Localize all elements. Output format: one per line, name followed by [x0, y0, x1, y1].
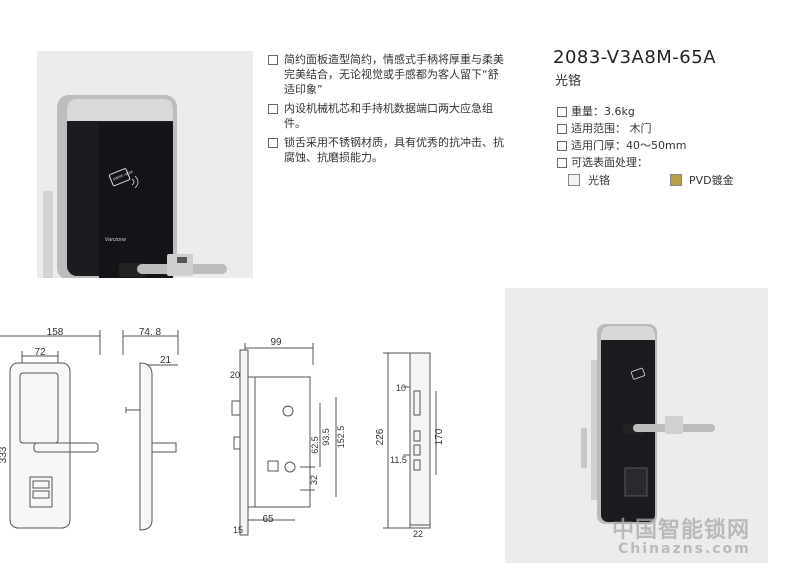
product-photo-top: SWIPE HERE Vanzone: [37, 51, 253, 278]
dim-front-inner: 72: [34, 347, 46, 358]
product-photo-bottom: [505, 288, 768, 563]
card-icon: [630, 367, 646, 380]
dim-front-height: 333: [0, 446, 9, 463]
dim-plate-226: 226: [375, 428, 386, 445]
watermark-url: Chinazns.com: [618, 541, 751, 557]
card-icon: SWIPE HERE: [108, 168, 134, 187]
dim-body-h3: 152.5: [336, 426, 346, 449]
dim-front-width: 158: [47, 327, 64, 338]
dim-body-h4: 32: [309, 475, 319, 485]
checkbox-icon: [557, 158, 567, 168]
lock-body-drawing: [231, 343, 337, 536]
face-plate-drawing: [383, 352, 437, 529]
dim-body-top: 20: [230, 370, 240, 380]
spec-item: 适用范围： 木门: [557, 120, 686, 137]
spec-item: 适用门厚：40～50mm: [557, 137, 686, 154]
finish-label-gold: PVD镀金: [689, 174, 734, 187]
checkbox-icon: [557, 107, 567, 117]
lock-photo-illustration: SWIPE HERE Vanzone: [37, 51, 253, 278]
finish-swatch-gold: [670, 174, 682, 186]
dim-body-bottom-height: 15: [233, 525, 243, 535]
side-view-drawing: [122, 330, 179, 531]
spec-list: 重量：3.6kg 适用范围： 木门 适用门厚：40～50mm 可选表面处理：: [557, 103, 686, 171]
dim-body-bottom-width: 65: [262, 514, 274, 525]
checkbox-icon: [557, 141, 567, 151]
feature-list: 简约面板造型简约，情感式手柄将厚重与柔美完美结合，无论视觉或手感都为客人留下“舒…: [268, 52, 508, 169]
dim-body-h2: 93.5: [321, 428, 331, 446]
dim-body-width: 99: [270, 337, 282, 348]
finish-swatch-chrome: [568, 174, 580, 186]
product-model: 2083-V3A8M-65A: [553, 47, 717, 68]
feature-item: 简约面板造型简约，情感式手柄将厚重与柔美完美结合，无论视觉或手感都为客人留下“舒…: [268, 52, 508, 97]
checkbox-icon: [268, 55, 278, 65]
spec-item: 可选表面处理：: [557, 154, 686, 171]
dim-body-h1: 62.5: [310, 436, 320, 454]
dim-plate-170: 170: [434, 428, 445, 445]
dim-plate-11-5: 11.5: [390, 455, 407, 465]
technical-drawings: 158 72 333 74. 8 21 99 20 62.5 93.5 152.…: [0, 327, 445, 539]
checkbox-icon: [557, 124, 567, 134]
dim-plate-10: 10: [396, 383, 406, 393]
dim-side-handle: 21: [160, 355, 172, 366]
feature-item: 锁舌采用不锈钢材质，具有优秀的抗冲击、抗腐蚀、抗磨损能力。: [268, 135, 508, 165]
dim-plate-22: 22: [413, 529, 423, 539]
dim-side-depth: 74. 8: [139, 327, 162, 338]
spec-item: 重量：3.6kg: [557, 103, 686, 120]
checkbox-icon: [268, 104, 278, 114]
svg-text:SWIPE HERE: SWIPE HERE: [112, 170, 134, 182]
checkbox-icon: [268, 138, 278, 148]
front-view-drawing: [0, 330, 101, 529]
feature-item: 内设机械机芯和手持机数据端口两大应急组件。: [268, 101, 508, 131]
finish-label-chrome: 光铬: [588, 174, 610, 187]
product-finish-name: 光铬: [555, 74, 582, 89]
watermark-text: 中国智能锁网: [612, 518, 751, 543]
lock-photo-illustration: [505, 288, 768, 563]
brand-mark: Vanzone: [105, 237, 126, 243]
